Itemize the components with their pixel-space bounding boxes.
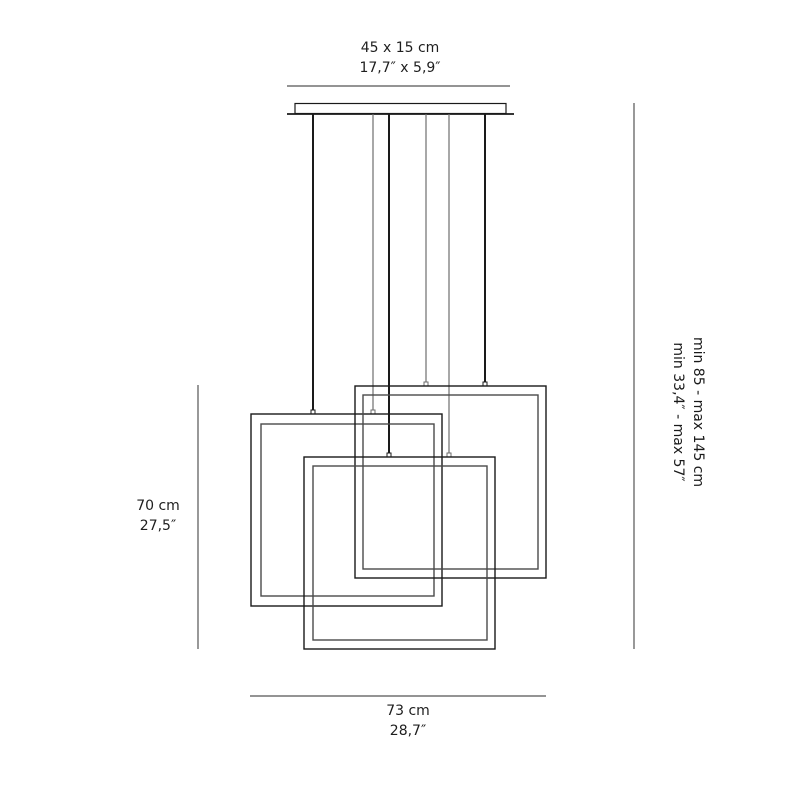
overall-width-metric: 73 cm (386, 703, 430, 719)
overall-width-imperial: 28,7″ (389, 723, 427, 739)
canopy-dimension-imperial: 17,7″ x 5,9″ (359, 60, 441, 76)
canopy-dimension-metric: 45 x 15 cm (360, 40, 440, 56)
suspension-cables (312, 114, 486, 453)
frame-right (354, 385, 547, 579)
frame-left (250, 413, 443, 607)
overall-width-dimension-label: 73 cm 28,7″ (348, 701, 468, 741)
cable-connectors (310, 381, 488, 458)
frame-bottom (303, 456, 496, 650)
dimension-lines (197, 85, 635, 697)
height-dimension-label: min 85 - max 145 cm min 33,4″ - max 57″ (668, 337, 708, 487)
light-frames (250, 385, 547, 650)
height-dimension-metric: min 85 - max 145 cm (690, 336, 706, 488)
canopy-dimension-label: 45 x 15 cm 17,7″ x 5,9″ (300, 38, 500, 78)
height-dimension-imperial: min 33,4″ - max 57″ (670, 342, 686, 482)
frame-height-metric: 70 cm (136, 498, 180, 514)
frame-height-imperial: 27,5″ (139, 518, 177, 534)
frame-height-dimension-label: 70 cm 27,5″ (108, 496, 208, 536)
ceiling-canopy (287, 102, 514, 115)
